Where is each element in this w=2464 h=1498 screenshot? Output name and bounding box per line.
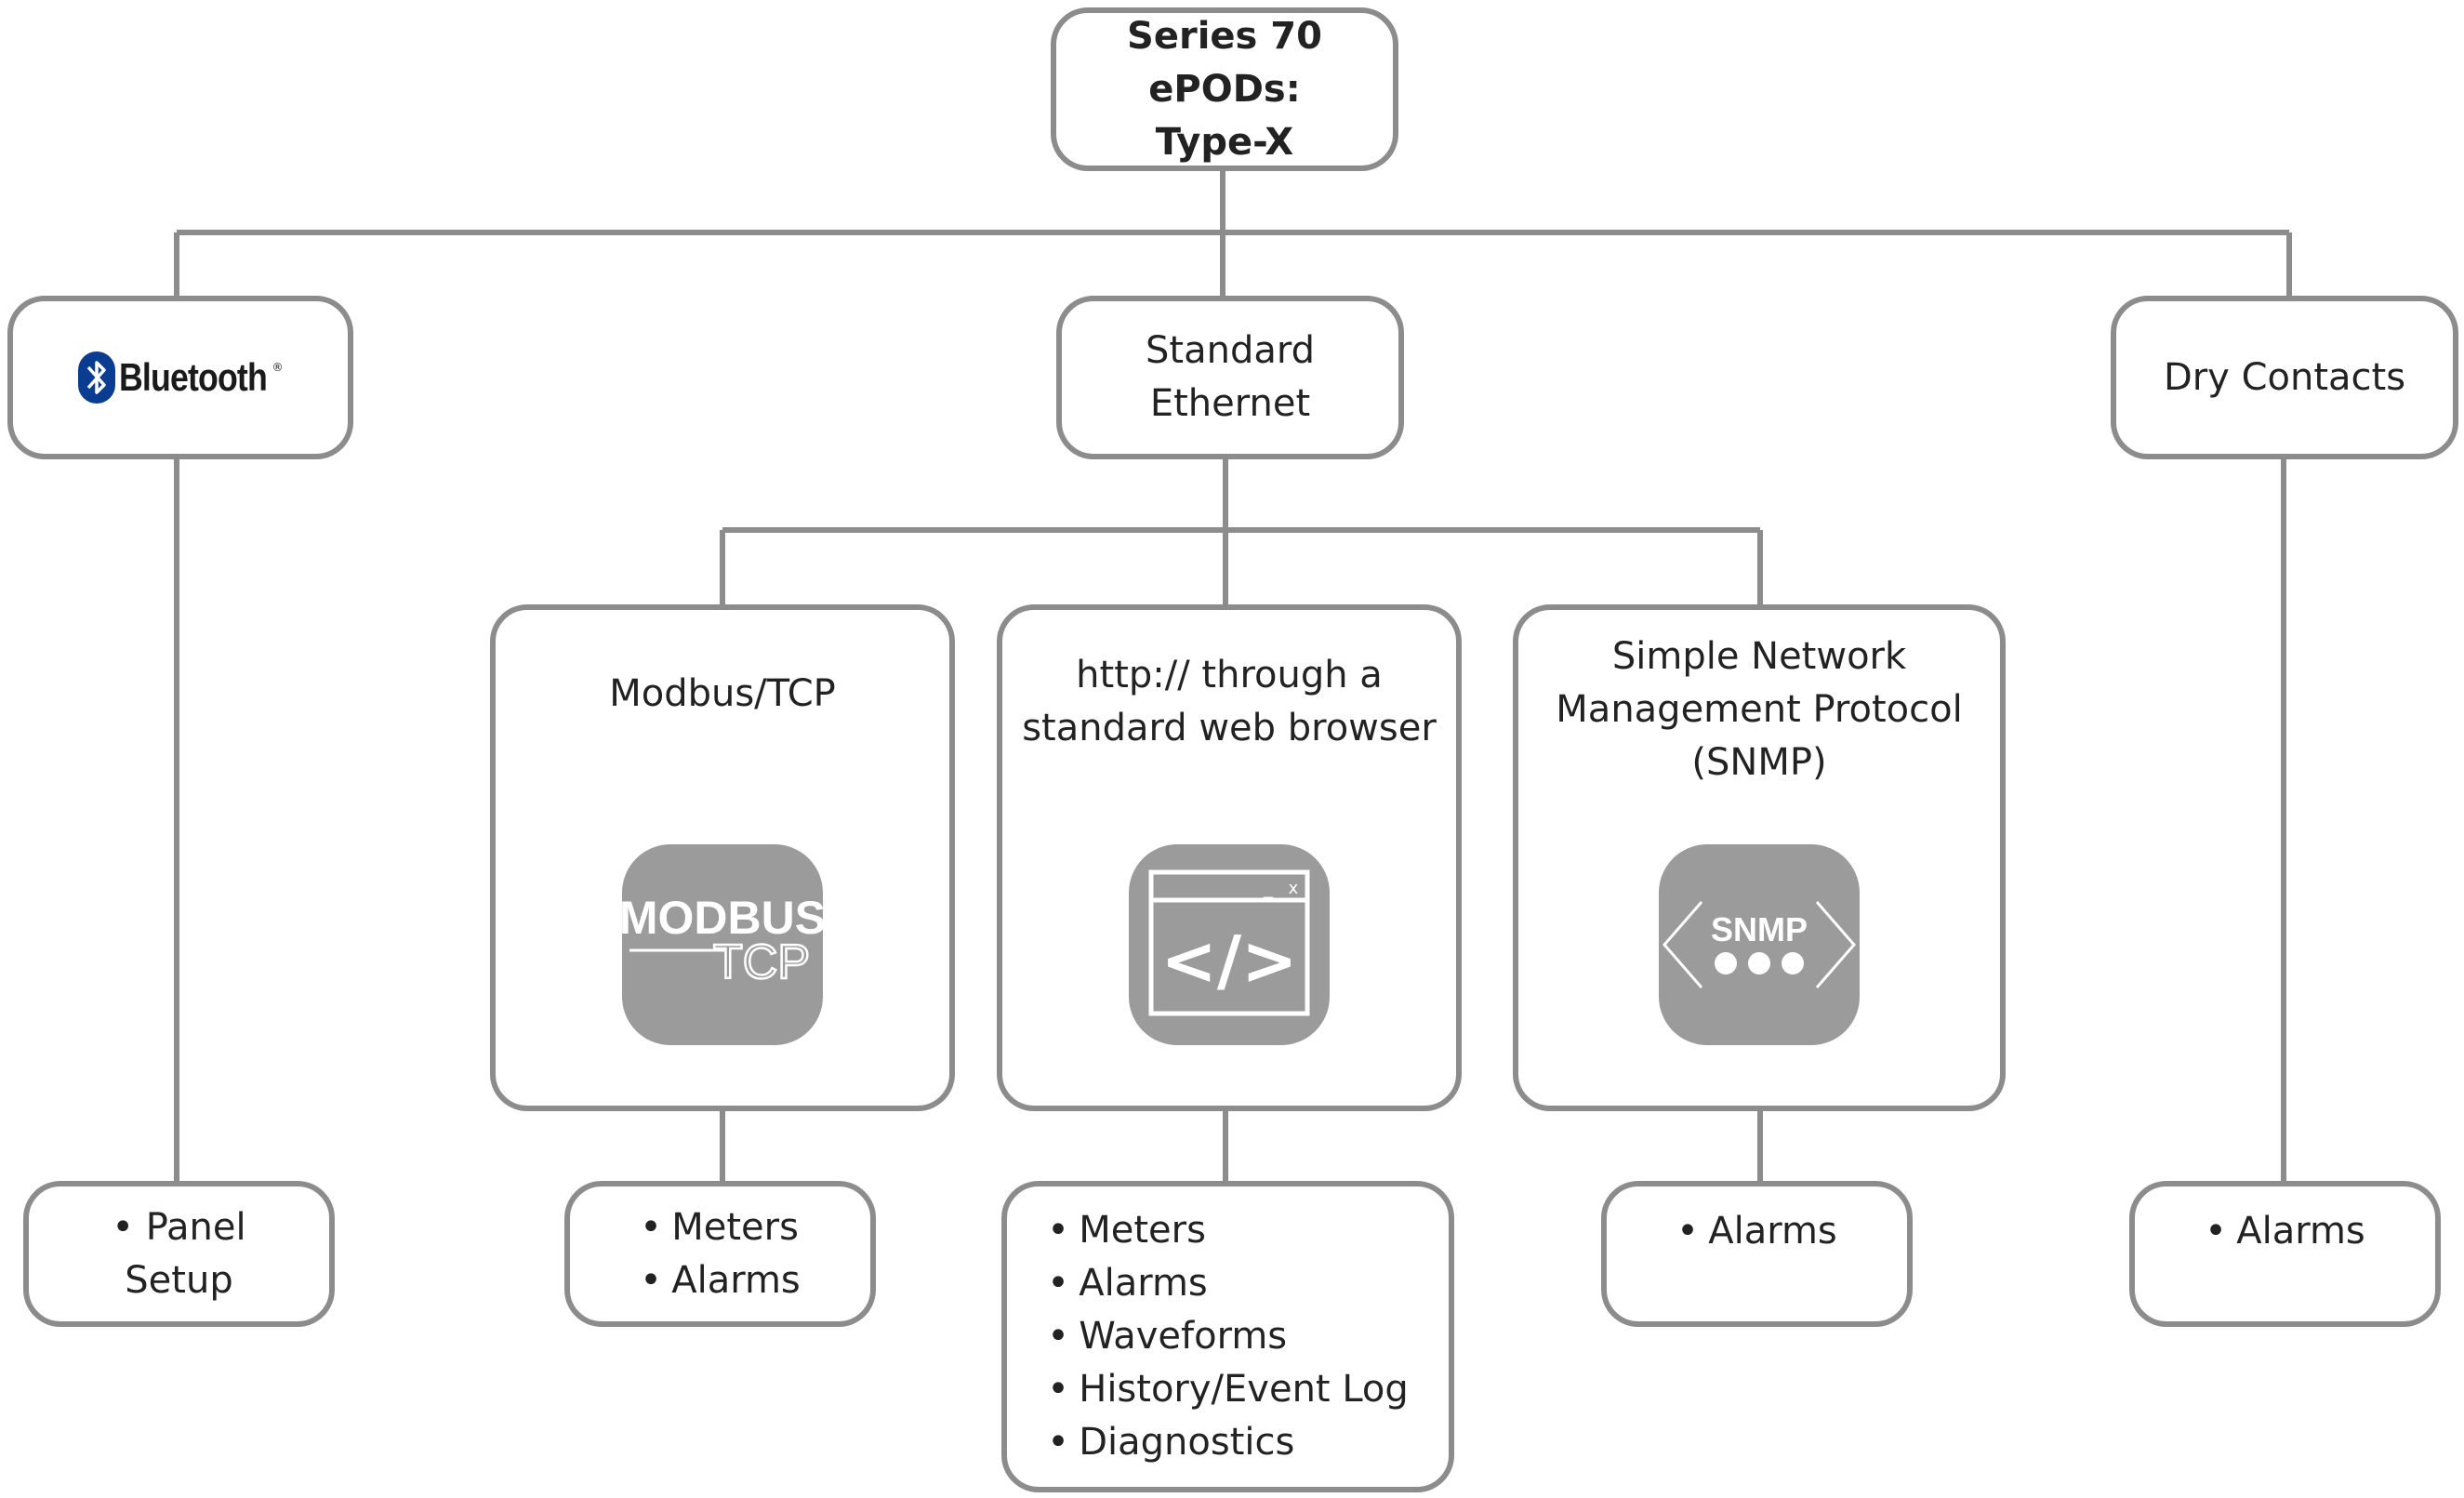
modbus-icon-text: MODBUS: [622, 892, 823, 944]
bluetooth-icon: [77, 351, 115, 404]
http-line1: http:// through a: [1076, 654, 1383, 696]
dry-contacts-node: Dry Contacts: [2111, 296, 2458, 459]
list-item: •Meters: [1047, 1209, 1206, 1252]
modbus-icon-subtext: TCP: [713, 935, 810, 989]
root-node: Series 70 ePODs: Type-X: [1051, 7, 1398, 171]
bluetooth-features: • Panel Setup: [23, 1181, 335, 1327]
list-item-label: Alarms: [2236, 1210, 2365, 1253]
snmp-features: •Alarms: [1601, 1181, 1913, 1327]
bluetooth-wordmark: Bluetooth: [118, 355, 268, 399]
list-item: •Alarms: [1047, 1262, 1208, 1305]
root-title-line1: Series 70 ePODs:: [1127, 14, 1322, 111]
ethernet-line2: Ethernet: [1149, 382, 1311, 425]
bluetooth-reg-mark: ®: [272, 361, 284, 374]
ethernet-node: Standard Ethernet: [1056, 296, 1404, 459]
list-item: •Waveforms: [1047, 1315, 1288, 1358]
http-line2: standard web browser: [1022, 707, 1437, 749]
list-item: •Alarms: [2205, 1210, 2365, 1253]
browser-close-icon: x: [1289, 879, 1299, 898]
list-item-label: Meters: [1079, 1209, 1206, 1252]
http-node: http:// through a standard web browser _…: [997, 604, 1462, 1111]
dry-contacts-feature-list: •Alarms: [2205, 1205, 2365, 1258]
snmp-line1: Simple Network: [1611, 635, 1907, 678]
list-item-label: Waveforms: [1079, 1315, 1288, 1358]
snmp-icon-text: SNMP: [1711, 910, 1808, 948]
list-item: •Diagnostics: [1047, 1421, 1295, 1464]
modbus-feature-list: •Meters •Alarms: [640, 1201, 801, 1307]
list-item-label: Diagnostics: [1079, 1421, 1295, 1464]
snmp-line3: (SNMP): [1691, 741, 1827, 784]
http-feature-list: •Meters •Alarms •Waveforms •History/Even…: [1047, 1204, 1409, 1469]
bullet: •: [112, 1205, 134, 1249]
list-item: • Panel: [112, 1201, 245, 1254]
list-item-label: History/Event Log: [1079, 1368, 1409, 1411]
list-item-label: Alarms: [1708, 1210, 1837, 1253]
snmp-line2: Management Protocol: [1556, 688, 1963, 731]
bluetooth-logo: Bluetooth ®: [77, 351, 284, 404]
panel-setup-line2: Setup: [125, 1258, 233, 1302]
list-item: •Alarms: [640, 1258, 801, 1302]
modbus-node: Modbus/TCP MODBUS TCP: [490, 604, 955, 1111]
dry-contacts-features: •Alarms: [2129, 1181, 2441, 1327]
code-brackets-glyph: </>: [1161, 921, 1298, 1000]
ethernet-line1: Standard: [1146, 329, 1315, 372]
list-item: •History/Event Log: [1047, 1368, 1409, 1411]
list-item-label: Meters: [671, 1205, 799, 1249]
root-title-line2: Type-X: [1155, 120, 1294, 164]
bluetooth-node: Bluetooth ®: [7, 296, 353, 459]
modbus-label: Modbus/TCP: [609, 672, 836, 715]
http-features: •Meters •Alarms •Waveforms •History/Even…: [1001, 1181, 1454, 1492]
snmp-feature-list: •Alarms: [1676, 1205, 1837, 1258]
list-item: •Meters: [640, 1205, 799, 1249]
browser-minimize-icon: _: [1263, 876, 1274, 898]
list-item-label: Alarms: [671, 1258, 801, 1302]
snmp-icon: SNMP: [1659, 844, 1860, 1045]
list-item: •Alarms: [1676, 1210, 1837, 1253]
modbus-features: •Meters •Alarms: [564, 1181, 876, 1327]
snmp-node: Simple Network Management Protocol (SNMP…: [1513, 604, 2006, 1111]
modbus-tcp-icon: MODBUS TCP: [622, 844, 823, 1045]
dry-contacts-label: Dry Contacts: [2163, 355, 2406, 399]
list-item-label: Alarms: [1079, 1262, 1208, 1305]
panel-setup-line1: Panel: [145, 1205, 246, 1249]
code-browser-icon: _ x </>: [1129, 844, 1330, 1045]
